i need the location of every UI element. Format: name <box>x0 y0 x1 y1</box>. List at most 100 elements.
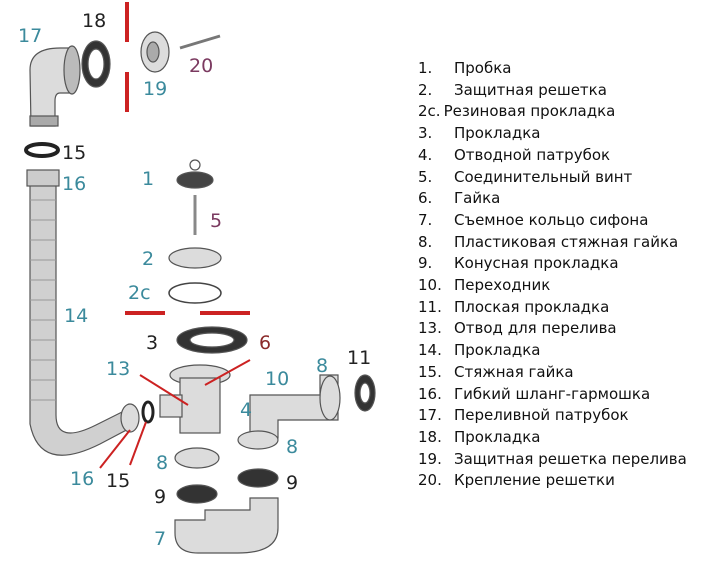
legend-number: 20. <box>418 471 442 490</box>
part-nut-8-right <box>319 375 341 421</box>
part-overflow-elbow-face <box>63 45 81 95</box>
part-nut-8-adapter <box>237 430 279 450</box>
legend-item: 17. Переливной патрубок <box>418 405 687 427</box>
legend-item: 4. Отводной патрубок <box>418 145 687 167</box>
part-screw-20 <box>179 34 221 50</box>
callout-4: 4 <box>240 399 252 421</box>
mounting-markers <box>125 2 250 315</box>
part-plug <box>176 171 214 189</box>
legend-text: Гайка <box>454 189 501 208</box>
part-overflow-elbow <box>29 47 73 127</box>
legend-number: 18. <box>418 427 442 446</box>
legend-item: 11. Плоская прокладка <box>418 297 687 319</box>
legend-number: 14. <box>418 341 442 360</box>
callout-3: 3 <box>146 332 158 354</box>
callout-14: 14 <box>64 305 88 327</box>
part-gasket-18-hole <box>87 48 105 80</box>
part-nut-15-top <box>24 142 60 158</box>
callout-2: 2 <box>142 248 154 270</box>
legend-text: Переходник <box>454 276 551 295</box>
legend-text: Переливной патрубок <box>454 406 629 425</box>
legend-text: Пробка <box>454 59 512 77</box>
pointer-arrows <box>99 359 251 469</box>
legend-item: 9. Конусная прокладка <box>418 253 687 275</box>
legend-text: Защитная решетка <box>454 80 607 99</box>
callout-18: 18 <box>82 10 106 32</box>
legend-text: Пластиковая стяжная гайка <box>454 232 679 251</box>
part-rubber-gasket <box>168 282 222 304</box>
legend-item: 19.Защитная решетка перелива <box>418 449 687 471</box>
part-flexible-hose <box>29 174 135 456</box>
legend-text: Защитная решетка перелива <box>454 449 687 468</box>
legend-item: 15. Стяжная гайка <box>418 362 687 384</box>
callout-5: 5 <box>210 210 222 232</box>
legend-number: 1. <box>418 59 433 77</box>
part-nut-15-bottom <box>141 400 155 424</box>
legend-number: 9. <box>418 254 433 273</box>
legend-number: 13. <box>418 319 442 338</box>
callout-17: 17 <box>18 25 42 47</box>
legend-text: Прокладка <box>454 124 541 143</box>
legend-item: 16.Гибкий шланг-гармошка <box>418 384 687 406</box>
callout-10: 10 <box>265 368 289 390</box>
legend-item: 6.Гайка <box>418 188 687 210</box>
callout-8-right: 8 <box>316 355 328 377</box>
legend-text: Плоская прокладка <box>454 297 610 316</box>
callout-8-left: 8 <box>156 452 168 474</box>
part-overflow-grill-center <box>146 41 160 63</box>
hose-ribs <box>30 199 56 401</box>
callout-9-left: 9 <box>154 486 166 508</box>
legend-text: Прокладка <box>454 341 541 360</box>
legend-text: Соединительный винт <box>454 167 633 186</box>
legend-item: 2с.Резиновая прокладка <box>418 101 687 123</box>
legend-number: 2. <box>418 80 433 99</box>
callout-9-right: 9 <box>286 472 298 494</box>
callout-15-bottom: 15 <box>106 470 130 492</box>
part-gasket-3-hole <box>189 332 235 348</box>
parts-legend: 1. Пробка 2. Защитная решетка 2с.Резиновая п… <box>418 58 687 492</box>
part-cone-gasket-9-left <box>176 484 218 504</box>
part-cone-gasket-9-right <box>237 468 279 488</box>
callout-16: 16 <box>62 173 86 195</box>
legend-item: 5. Соединительный винт <box>418 167 687 189</box>
legend-text: Гибкий шланг-гармошка <box>454 384 651 403</box>
part-grill <box>168 247 222 269</box>
part-gasket-11-hole <box>359 382 371 404</box>
callout-15: 15 <box>62 142 86 164</box>
part-hose-nut-bottom <box>120 403 140 433</box>
legend-text: Прокладка <box>454 427 541 446</box>
legend-item: 18. Прокладка <box>418 427 687 449</box>
legend-number: 7. <box>418 210 433 229</box>
legend-number: 15. <box>418 362 442 381</box>
legend-text: Съемное кольцо сифона <box>454 210 649 229</box>
legend-item: 3. Прокладка <box>418 123 687 145</box>
legend-item: 8. Пластиковая стяжная гайка <box>418 232 687 254</box>
legend-item: 7. Съемное кольцо сифона <box>418 210 687 232</box>
legend-text: Отвод для перелива <box>454 319 617 338</box>
part-outlet-body <box>179 377 221 434</box>
legend-number: 17. <box>418 406 442 425</box>
legend-item: 1. Пробка <box>418 58 687 80</box>
legend-number: 3. <box>418 124 433 143</box>
callout-1: 1 <box>142 168 154 190</box>
callout-13: 13 <box>106 358 130 380</box>
legend-text: Конусная прокладка <box>454 254 619 273</box>
callout-20: 20 <box>189 55 213 77</box>
legend-number: 10. <box>418 276 442 295</box>
legend-text: Стяжная гайка <box>454 362 574 381</box>
legend-number: 11. <box>418 297 442 316</box>
callout-16-bottom: 16 <box>70 468 94 490</box>
callout-19: 19 <box>143 78 167 100</box>
callout-7: 7 <box>154 528 166 550</box>
legend-item: 13. Отвод для перелива <box>418 318 687 340</box>
legend-number: 4. <box>418 145 433 164</box>
legend-text: Отводной патрубок <box>454 145 611 164</box>
legend-number: 5. <box>418 167 433 186</box>
legend-item: 2. Защитная решетка <box>418 80 687 102</box>
legend-text: Резиновая прокладка <box>443 102 616 121</box>
legend-item: 10. Переходник <box>418 275 687 297</box>
legend-number: 8. <box>418 232 433 251</box>
callout-8-adapter: 8 <box>286 436 298 458</box>
